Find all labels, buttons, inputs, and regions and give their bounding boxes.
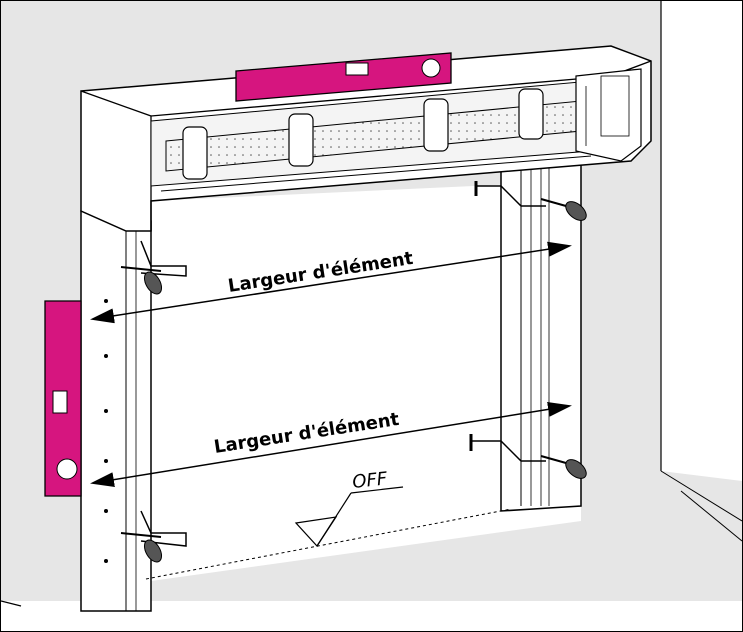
spirit-level-icon xyxy=(44,300,82,497)
roller-bracket xyxy=(182,88,544,180)
floor-level-label: OFF xyxy=(351,468,389,493)
spirit-level-icon xyxy=(235,52,452,102)
width-dimension-lower xyxy=(90,401,572,488)
motor-housing xyxy=(575,68,642,162)
right-guide-rail xyxy=(500,140,582,512)
floor-level-marker xyxy=(145,486,512,580)
width-dimension-upper xyxy=(90,241,572,324)
left-guide-rail xyxy=(80,210,152,612)
roller-box xyxy=(80,45,652,232)
